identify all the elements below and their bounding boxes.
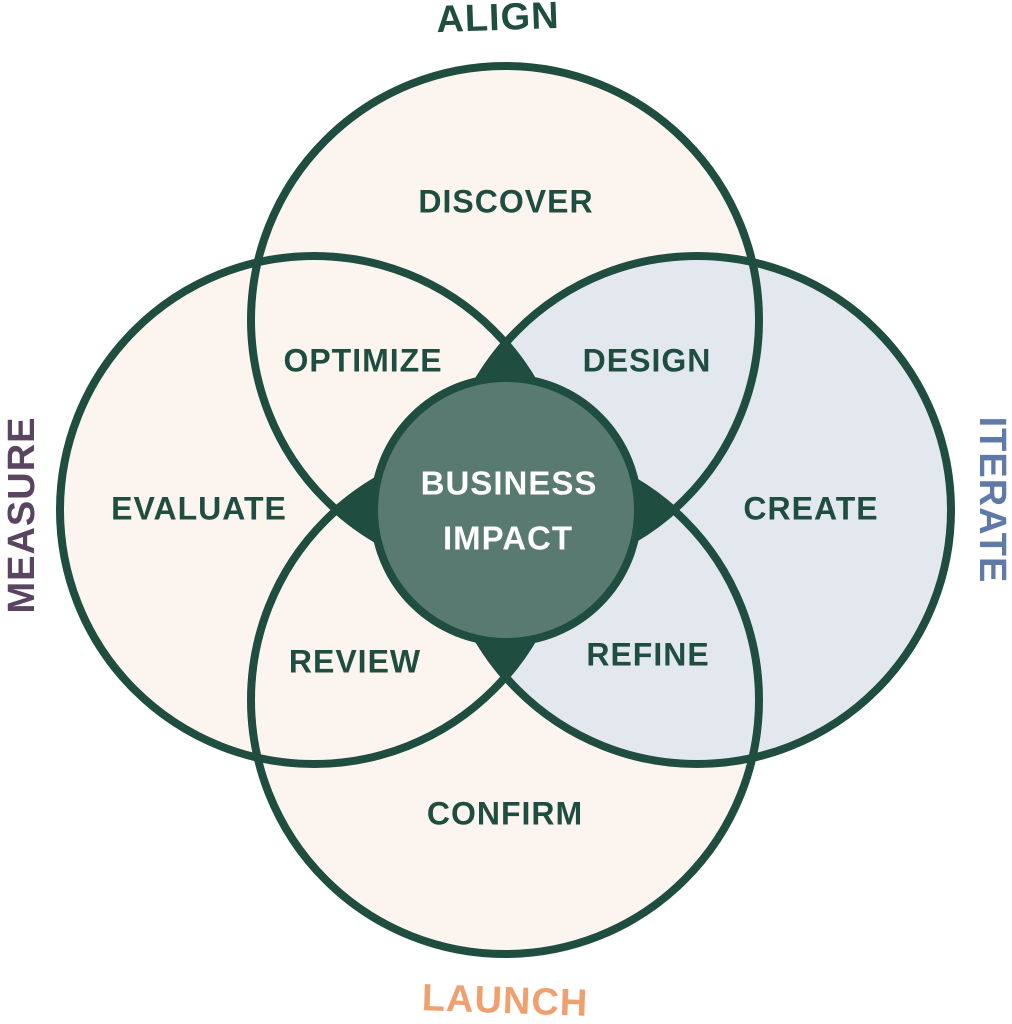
label-launch: LAUNCH — [421, 977, 589, 1024]
center-label-line2: IMPACT — [443, 520, 573, 557]
label-measure: MEASURE — [1, 416, 43, 613]
wedge-bottom — [472, 638, 538, 682]
center-label-line1: BUSINESS — [421, 465, 598, 502]
wedge-right — [632, 477, 676, 543]
region-evaluate: EVALUATE — [111, 490, 287, 526]
circle-iterate-fill — [443, 256, 951, 764]
wedge-top — [472, 338, 538, 382]
region-optimize: OPTIMIZE — [283, 342, 442, 378]
region-create: CREATE — [743, 490, 878, 526]
region-design: DESIGN — [583, 342, 712, 378]
label-iterate: ITERATE — [971, 417, 1012, 584]
region-review: REVIEW — [289, 643, 421, 679]
label-align: ALIGN — [436, 0, 561, 41]
wedge-left — [336, 477, 380, 543]
region-refine: REFINE — [586, 636, 709, 672]
center-circle — [370, 374, 642, 646]
region-discover: DISCOVER — [418, 183, 593, 219]
region-confirm: CONFIRM — [427, 795, 583, 831]
